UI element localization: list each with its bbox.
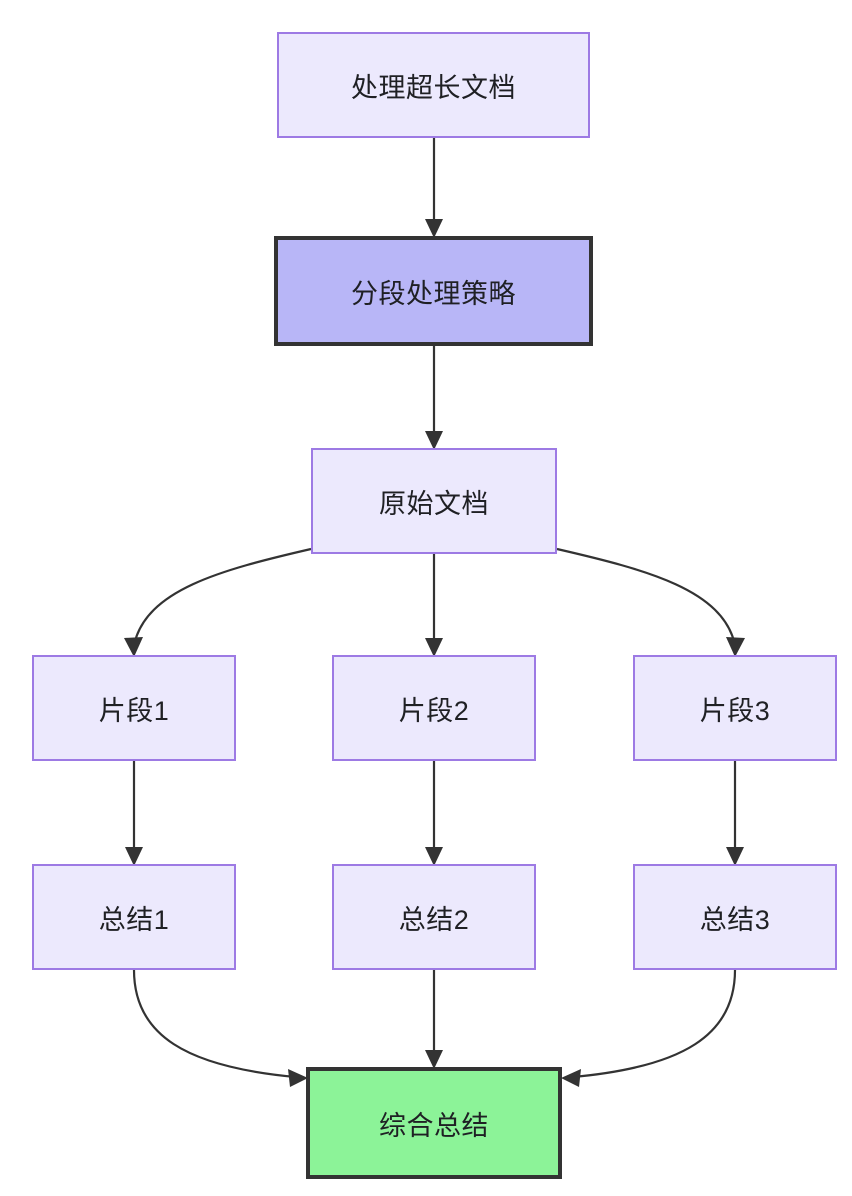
node-summary-2[interactable]: 总结2 [332, 864, 536, 970]
node-chunking-strategy[interactable]: 分段处理策略 [274, 236, 593, 346]
node-fragment-2[interactable]: 片段2 [332, 655, 536, 761]
edge-fragment1-to-summary1 [125, 761, 143, 866]
edge-fragment3-to-summary3 [726, 761, 744, 866]
edge-source-to-fragment2 [425, 554, 443, 657]
edge-process-to-strategy [425, 138, 443, 238]
node-label: 总结1 [98, 904, 170, 935]
node-source-document[interactable]: 原始文档 [311, 448, 557, 554]
edge-summary2-to-final [425, 970, 443, 1069]
node-label: 总结2 [398, 904, 470, 935]
node-combined-summary[interactable]: 综合总结 [306, 1067, 562, 1179]
node-summary-3[interactable]: 总结3 [633, 864, 837, 970]
node-fragment-1[interactable]: 片段1 [32, 655, 236, 761]
node-label: 片段2 [398, 695, 470, 726]
node-label: 综合总结 [379, 1110, 489, 1141]
node-label: 总结3 [699, 904, 771, 935]
edge-source-to-fragment1 [124, 547, 312, 657]
edge-summary1-to-final [132, 969, 308, 1087]
node-label: 片段1 [98, 695, 170, 726]
edge-strategy-to-source [425, 346, 443, 450]
node-label: 片段3 [699, 695, 771, 726]
edge-source-to-fragment3 [556, 547, 745, 657]
edge-summary3-to-final [561, 969, 737, 1087]
node-process-long-document[interactable]: 处理超长文档 [277, 32, 590, 138]
node-label: 原始文档 [379, 488, 489, 519]
edge-fragment2-to-summary2 [425, 761, 443, 866]
node-summary-1[interactable]: 总结1 [32, 864, 236, 970]
node-label: 分段处理策略 [351, 278, 516, 309]
node-fragment-3[interactable]: 片段3 [633, 655, 837, 761]
node-label: 处理超长文档 [351, 72, 516, 103]
